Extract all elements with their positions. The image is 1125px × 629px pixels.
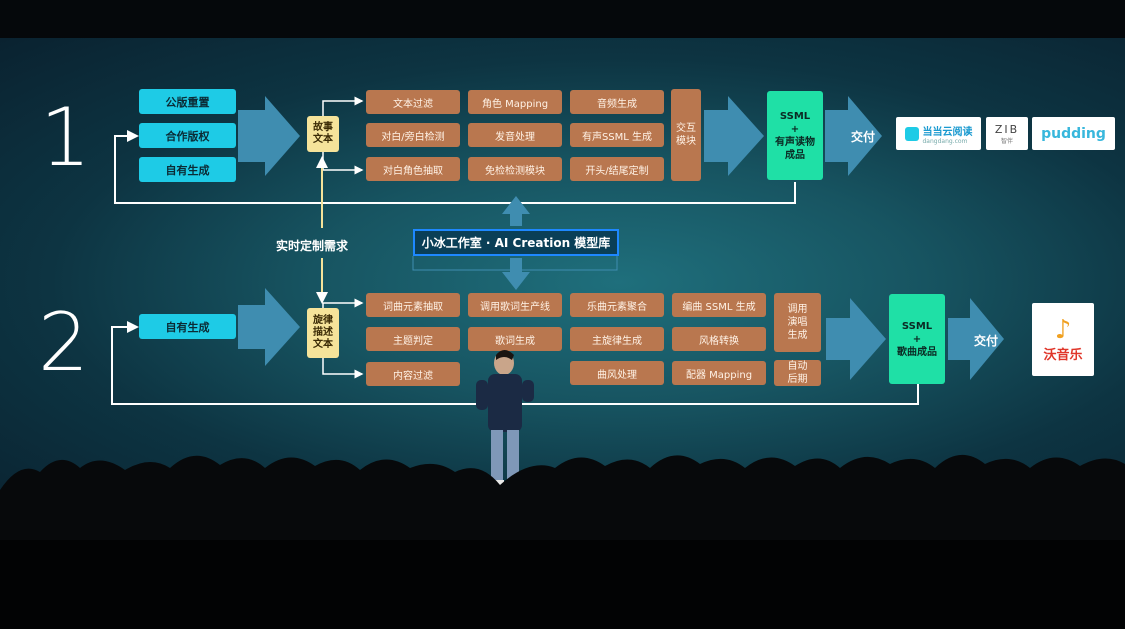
module-dialog-detect: 对白/旁白检测	[366, 123, 460, 147]
module-lyric-gen: 歌词生成	[468, 327, 562, 351]
module-style-transfer: 风格转换	[672, 327, 766, 351]
source-public-reset: 公版重置	[139, 89, 236, 114]
row2-source-self-generated: 自有生成	[139, 314, 236, 339]
speaker-figure	[476, 350, 534, 486]
row2-arrow-3	[948, 298, 1004, 380]
row1-arrow-1	[238, 96, 300, 176]
module-lyric-extract: 词曲元素抽取	[366, 293, 460, 317]
melody-text-box: 旋律 描述 文本	[307, 308, 339, 358]
row1-deliver-label: 交付	[851, 130, 876, 144]
module-style-process: 曲风处理	[570, 361, 664, 385]
wo-music-logo: ♪ 沃音乐	[1032, 303, 1094, 376]
story-to-extract	[322, 152, 364, 175]
module-role-mapping: 角色 Mapping	[468, 90, 562, 114]
row2-arrow-1	[238, 288, 300, 366]
module-lyric-pipeline: 调用歌词生产线	[468, 293, 562, 317]
module-ssml-gen: 有声SSML 生成	[570, 123, 664, 147]
realtime-requirement-label: 实时定制需求	[276, 239, 349, 253]
story-text-box: 故事 文本	[307, 116, 339, 152]
row2-output-box: SSML + 歌曲成品	[889, 294, 945, 384]
module-arrange-ssml: 编曲 SSML 生成	[672, 293, 766, 317]
presentation-screen	[0, 38, 1125, 508]
dangdang-logo: 当当云阅读 dangdang.com	[896, 117, 981, 150]
module-theme-judge: 主题判定	[366, 327, 460, 351]
row1-output-box: SSML + 有声读物 成品	[767, 91, 823, 180]
interaction-module: 交互 模块	[671, 89, 701, 181]
model-library-box: 小冰工作室 · AI Creation 模型库	[413, 229, 619, 256]
module-content-filter: 内容过滤	[366, 362, 460, 386]
module-text-filter: 文本过滤	[366, 90, 460, 114]
pudding-logo: pudding	[1032, 117, 1115, 150]
module-role-extract: 对白角色抽取	[366, 157, 460, 181]
module-intro-outro: 开头/结尾定制	[570, 157, 664, 181]
row1-feedback-line	[114, 130, 796, 204]
library-arrow-up	[502, 196, 530, 226]
source-self-generated: 自有生成	[139, 157, 236, 182]
row1-arrow-3	[825, 96, 882, 176]
module-music-aggregate: 乐曲元素聚合	[570, 293, 664, 317]
module-instrument-mapping: 配器 Mapping	[672, 361, 766, 385]
sing-gen-module: 调用 演唱 生成	[774, 293, 821, 352]
module-audio-gen: 音频生成	[570, 90, 664, 114]
row2-arrow-2	[826, 298, 886, 380]
auto-postprocess-module: 自动 后期	[774, 360, 821, 386]
row2-feedback-line	[111, 321, 919, 405]
module-melody-gen: 主旋律生成	[570, 327, 664, 351]
library-arrow-down	[502, 258, 530, 290]
row-number-2: 2	[38, 296, 89, 389]
music-note-icon: ♪	[1054, 315, 1072, 345]
zib-logo: ZIB 智伴	[986, 117, 1028, 150]
row2-deliver-label: 交付	[974, 334, 999, 348]
story-to-filter	[322, 96, 364, 116]
stage-scene	[0, 350, 1125, 629]
row-number-1: 1	[40, 91, 91, 184]
row1-arrow-2	[704, 96, 764, 176]
module-pronunciation: 发音处理	[468, 123, 562, 147]
melody-to-filter	[322, 358, 364, 379]
module-exempt-check: 免检检测模块	[468, 157, 562, 181]
source-partner-copyright: 合作版权	[139, 123, 236, 148]
